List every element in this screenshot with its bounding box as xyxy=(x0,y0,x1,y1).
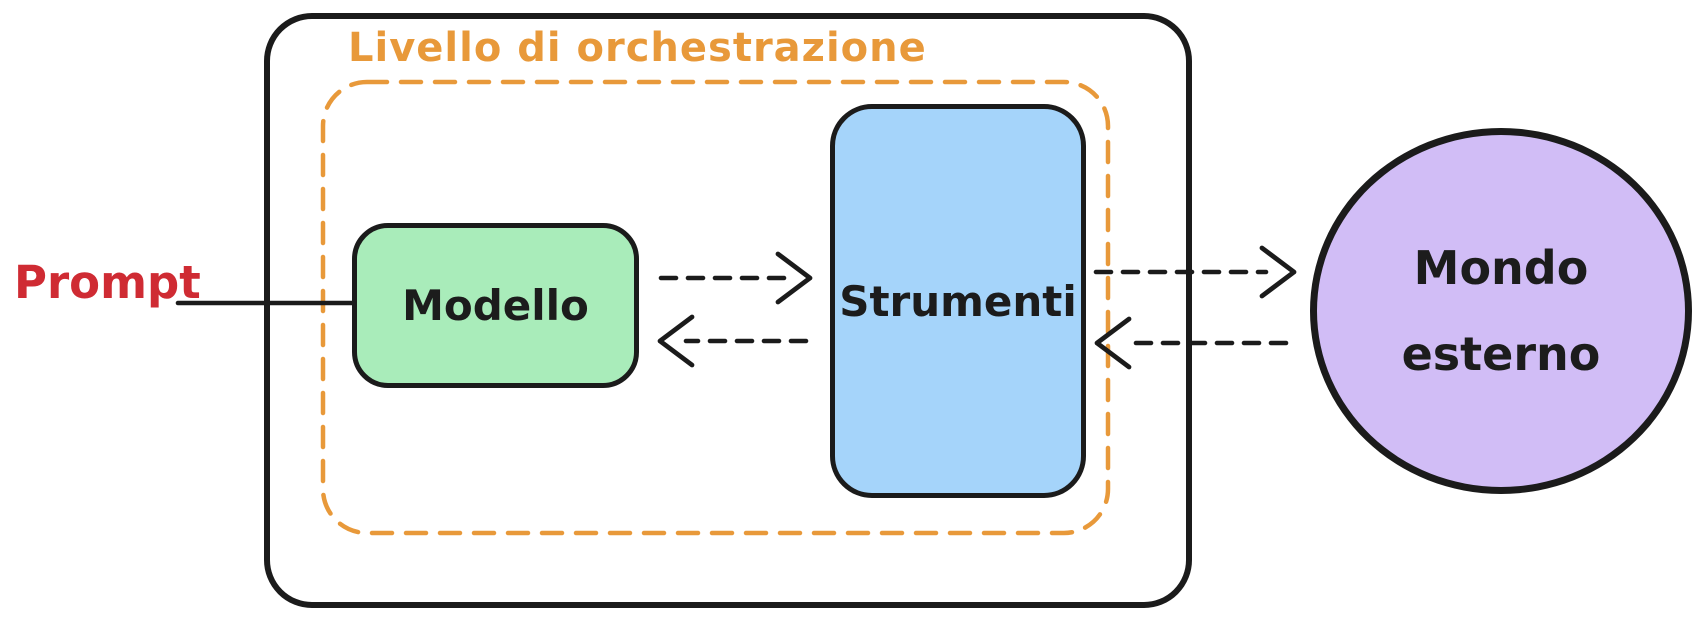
node-tools-label: Strumenti xyxy=(839,276,1077,326)
node-external-world: Mondo esterno xyxy=(1310,128,1692,494)
node-tools: Strumenti xyxy=(830,104,1086,498)
node-external-world-label-line2: esterno xyxy=(1401,327,1601,381)
prompt-label: Prompt xyxy=(14,256,201,309)
node-model-label: Modello xyxy=(402,281,589,330)
node-model: Modello xyxy=(352,223,639,388)
agent-boundary-box xyxy=(264,13,1192,608)
node-external-world-label-line1: Mondo xyxy=(1413,241,1589,295)
orchestration-layer-title: Livello di orchestrazione xyxy=(348,25,927,71)
